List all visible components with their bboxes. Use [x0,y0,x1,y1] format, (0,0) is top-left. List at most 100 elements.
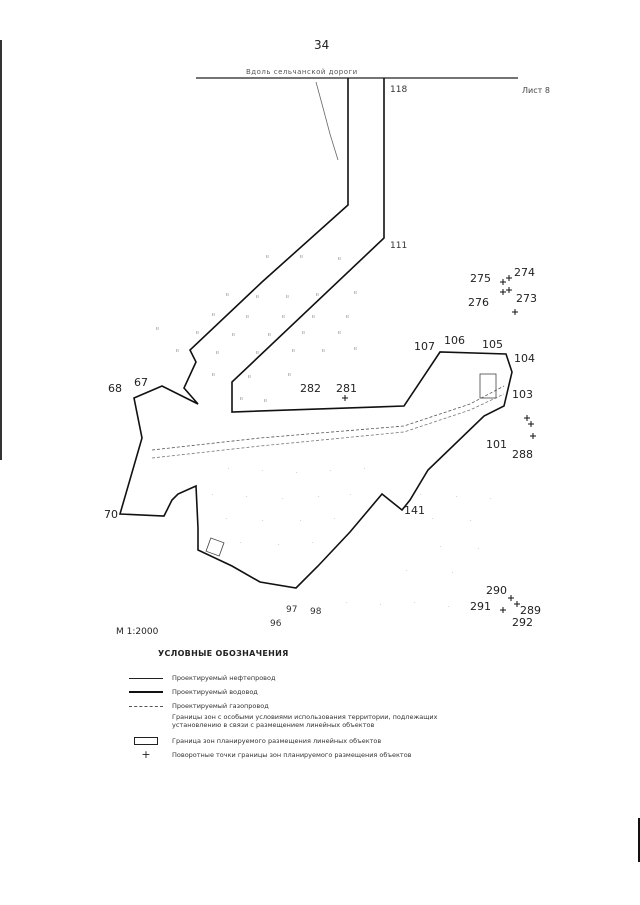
svg-text:ıı: ıı [338,330,341,336]
svg-text:ıı: ıı [176,348,179,354]
point-label: 118 [390,85,407,95]
binding-edge-mark [638,818,640,862]
svg-text:·: · [364,466,366,472]
right-structure [479,373,497,399]
point-label: 275 [470,272,491,285]
point-label: 105 [482,338,503,351]
point-label: 141 [404,504,425,517]
point-label: 273 [516,292,537,305]
svg-text:ıı: ıı [302,330,305,336]
binding-edge-mark-left [0,40,2,460]
svg-text:ıı: ıı [156,326,159,332]
svg-text:ıı: ıı [248,374,251,380]
svg-text:·: · [330,468,332,474]
svg-text:·: · [414,600,416,606]
svg-text:ıı: ıı [216,350,219,356]
svg-text:·: · [246,494,248,500]
svg-text:·: · [334,516,336,522]
legend-item: Проектируемый водовод [128,686,258,698]
svg-text:·: · [262,518,264,524]
legend-item: Проектируемый нефтепровод [128,672,275,684]
point-label: 274 [514,266,535,279]
legend-text: Проектируемый газопровод [172,702,269,710]
legend-symbol: + [128,749,164,760]
svg-text:·: · [312,540,314,546]
point-label: 282 [300,382,321,395]
vegetation-marks: ıı ıı ıı ıı ıı ıı ıı ıı ıı ıı ıı ıı ıı ıı ıı ıı ıı ıı ı… [156,254,492,610]
svg-text:·: · [406,568,408,574]
legend-symbol [128,701,164,711]
svg-text:ıı: ıı [316,292,319,298]
svg-text:ıı: ıı [264,398,267,404]
point-label: 281 [336,382,357,395]
legend-text: Границы зон с особыми условиями использо… [172,713,438,729]
svg-text:ıı: ıı [286,294,289,300]
point-label: 101 [486,438,507,451]
svg-text:ıı: ıı [354,346,357,352]
point-label: 111 [390,241,407,251]
svg-text:ıı: ıı [196,330,199,336]
legend-symbol [128,713,164,723]
small-building [205,537,225,557]
svg-text:·: · [226,516,228,522]
pipeline-line-2 [151,393,505,459]
point-label: 107 [414,340,435,353]
road-curve [315,81,339,161]
svg-text:·: · [448,604,450,610]
page-number: 34 [314,38,330,52]
pipeline-line [151,385,505,451]
svg-text:ıı: ıı [256,350,259,356]
point-label: 276 [468,296,489,309]
point-label: 98 [310,607,322,617]
svg-text:·: · [456,494,458,500]
svg-text:·: · [350,492,352,498]
point-label: 67 [134,376,148,389]
svg-text:·: · [278,542,280,548]
point-label: 68 [108,382,122,395]
legend-item: Проектируемый газопровод [128,700,269,712]
svg-text:ıı: ıı [212,312,215,318]
svg-text:·: · [420,492,422,498]
point-label: 289 [520,604,541,617]
svg-text:·: · [470,518,472,524]
point-label: 292 [512,616,533,629]
svg-text:ıı: ıı [266,254,269,260]
svg-text:·: · [432,516,434,522]
point-label: 104 [514,352,535,365]
legend-text: Поворотные точки границы зон планируемог… [172,751,412,759]
sheet-label: Лист 8 [522,86,550,95]
svg-text:·: · [228,466,230,472]
svg-text:ıı: ıı [346,314,349,320]
legend-text: Граница зон планируемого размещения лине… [172,737,382,745]
svg-text:·: · [380,602,382,608]
svg-text:·: · [212,492,214,498]
svg-text:ıı: ıı [300,254,303,260]
svg-text:ıı: ıı [292,348,295,354]
road-label: Вдоль сельчанской дороги [246,68,358,76]
svg-text:ıı: ıı [312,314,315,320]
svg-text:ıı: ıı [232,332,235,338]
legend-item: Граница зон планируемого размещения лине… [128,735,381,747]
scale-label: М 1:2000 [116,627,159,637]
svg-text:·: · [296,470,298,476]
svg-text:ıı: ıı [226,292,229,298]
svg-text:·: · [282,496,284,502]
svg-text:ıı: ıı [288,372,291,378]
point-label: 103 [512,388,533,401]
svg-text:ıı: ıı [256,294,259,300]
point-label: 290 [486,584,507,597]
svg-text:·: · [440,544,442,550]
point-label: 106 [444,334,465,347]
svg-text:·: · [478,546,480,552]
svg-text:·: · [490,496,492,502]
svg-text:ıı: ıı [240,396,243,402]
point-label: 96 [270,619,282,629]
svg-text:ıı: ıı [282,314,285,320]
legend-symbol [128,687,164,697]
svg-text:·: · [262,468,264,474]
svg-text:ıı: ıı [268,332,271,338]
svg-text:ıı: ıı [246,314,249,320]
point-label: 70 [104,508,118,521]
point-label: 288 [512,448,533,461]
